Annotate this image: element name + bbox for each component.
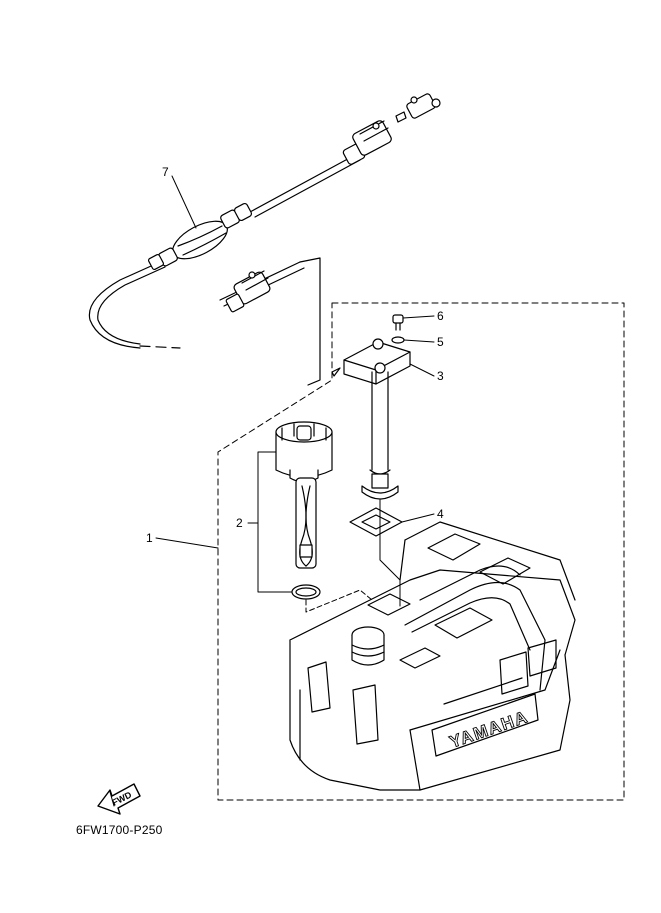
callout-label-3: 3 [437, 369, 444, 383]
document-code: 6FW1700-P250 [76, 823, 163, 837]
fuel-hose-assembly [88, 93, 441, 386]
gasket-4 [349, 507, 403, 537]
callout-label-7: 7 [162, 165, 169, 179]
callout-label-6: 6 [437, 309, 444, 323]
callout-label-1: 1 [146, 531, 153, 545]
leader-7 [171, 175, 197, 229]
screw-6 [392, 314, 404, 331]
callout-label-2: 2 [236, 516, 243, 530]
portable-fuel-tank [289, 521, 576, 791]
leader-4 [401, 513, 435, 523]
callout-bracket-2 [257, 451, 293, 593]
fuel-cap-o-ring [291, 584, 321, 600]
leader-6 [402, 315, 435, 319]
assembly-leader [305, 589, 373, 613]
assembly-leader-pickup [379, 499, 401, 607]
assembly-boundary-dashed [217, 302, 625, 801]
fwd-arrow-icon [97, 783, 141, 815]
callout-label-5: 5 [437, 335, 444, 349]
leader-1 [155, 537, 219, 549]
callout-label-4: 4 [437, 507, 444, 521]
leader-3 [409, 363, 435, 377]
fuel-joint-pickup [331, 338, 411, 500]
fuel-cap-gauge-assembly [275, 421, 333, 569]
leader-5 [403, 339, 435, 343]
washer-5 [391, 336, 405, 344]
